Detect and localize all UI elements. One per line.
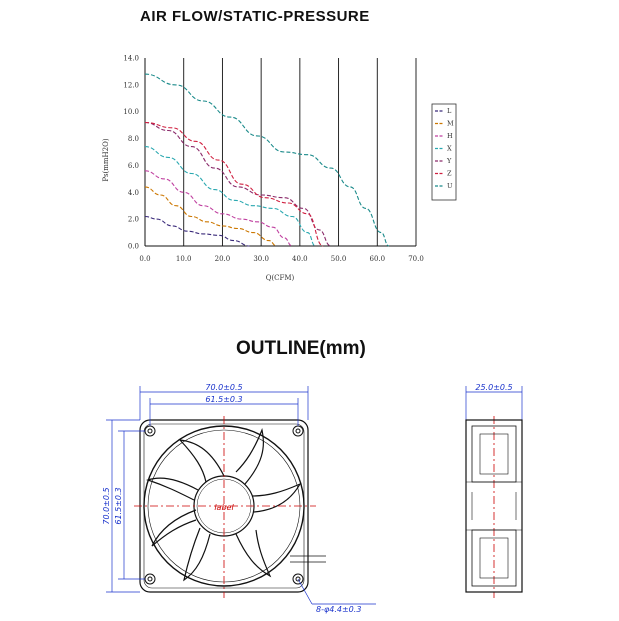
mounting-holes (144, 425, 304, 585)
y-tick-label: 4.0 (128, 189, 139, 197)
y-tick-label: 12.0 (123, 81, 139, 89)
series-line-u (144, 73, 390, 247)
legend-label: Z (447, 170, 452, 178)
fan-side-view (465, 419, 523, 593)
y-tick-label: 14.0 (123, 55, 139, 63)
outline-title: OUTLINE(mm) (236, 338, 366, 359)
series-line-y (144, 121, 331, 247)
x-axis-label: Q(CFM) (266, 274, 295, 282)
y-tick-label: 0.0 (128, 243, 139, 251)
legend-label: L (447, 107, 452, 115)
chart-title: AIR FLOW/STATIC-PRESSURE (140, 8, 370, 25)
dim-side-hole-spacing: 61.5±0.3 (114, 487, 123, 524)
y-tick-label: 2.0 (128, 216, 139, 224)
chart-ticks: 0.0 10.0 20.0 30.0 40.0 50.0 60.0 70.0 0.0 2.0 4.0… (123, 55, 423, 264)
x-tick-label: 20.0 (215, 255, 231, 263)
y-axis-label: Ps(mmH2O) (102, 138, 110, 181)
airflow-pressure-chart: 0.0 10.0 20.0 30.0 40.0 50.0 60.0 70.0 0.0 2.0 4.0… (102, 55, 457, 282)
chart-series (144, 73, 390, 247)
dimension-lines (106, 386, 523, 605)
dim-holes: 8-φ4.4±0.3 (316, 605, 361, 614)
x-tick-label: 40.0 (292, 255, 308, 263)
legend-label: H (447, 132, 453, 140)
series-line-h (144, 170, 293, 247)
legend-label: M (447, 120, 454, 128)
legend-box (431, 103, 457, 201)
x-tick-label: 50.0 (331, 255, 347, 263)
dim-side-height: 70.0±0.5 (102, 487, 111, 524)
y-tick-label: 10.0 (123, 108, 139, 116)
hub-label: label (214, 503, 234, 512)
chart-grid (144, 58, 417, 247)
series-line-z (144, 121, 324, 247)
dim-front-hole-spacing: 61.5±0.3 (205, 395, 242, 404)
series-line-l (144, 215, 250, 247)
series-line-x (144, 146, 316, 247)
legend-label: Y (446, 157, 452, 165)
centerlines (134, 416, 495, 598)
legend-label: X (447, 145, 452, 153)
x-tick-label: 60.0 (369, 255, 385, 263)
y-tick-label: 8.0 (128, 135, 139, 143)
dim-front-width: 70.0±0.5 (205, 383, 242, 392)
dim-depth: 25.0±0.5 (475, 383, 512, 392)
x-tick-label: 70.0 (408, 255, 424, 263)
legend-label: U (447, 182, 453, 190)
y-tick-label: 6.0 (128, 162, 139, 170)
x-tick-label: 10.0 (176, 255, 192, 263)
fan-front-view (139, 419, 326, 593)
x-tick-label: 0.0 (139, 255, 150, 263)
series-line-m (144, 186, 277, 247)
x-tick-label: 30.0 (253, 255, 269, 263)
